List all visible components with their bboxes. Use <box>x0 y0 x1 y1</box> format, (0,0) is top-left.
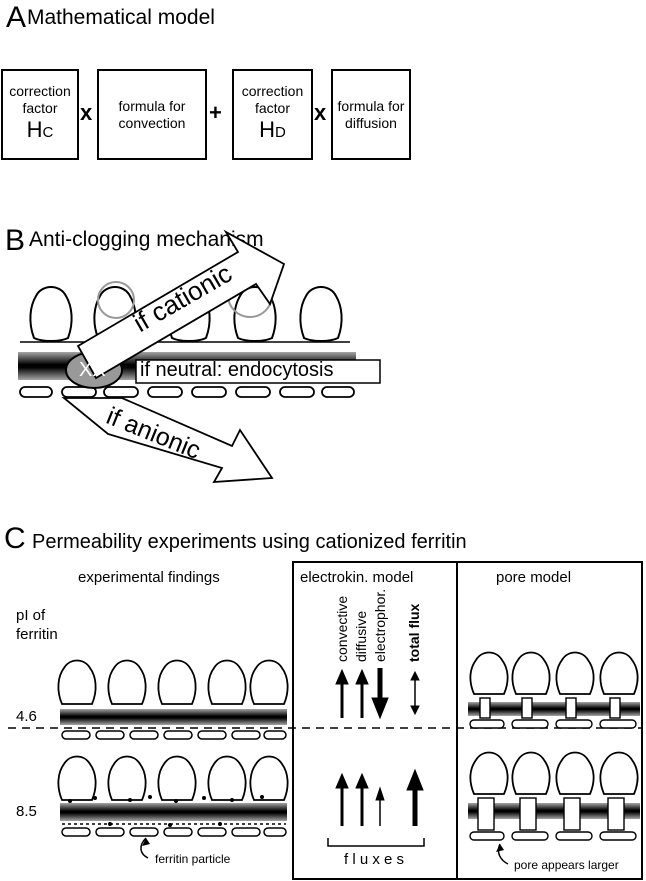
podocytes-c1 <box>57 659 289 705</box>
box2-line2: convection <box>118 114 186 131</box>
ferritin-pointer <box>140 837 149 859</box>
pore-larger-label: pore appears larger <box>514 858 619 872</box>
box1-line2: factor <box>22 100 58 116</box>
box3-line1: correction <box>241 83 304 99</box>
pores-row2 <box>477 797 625 831</box>
correction-factor-hc-box: correction factor HC <box>1 69 79 160</box>
anionic-arrow <box>61 397 274 484</box>
panel-b-title: Anti-clogging mechanism <box>29 228 264 251</box>
endothelium-c2 <box>61 827 287 837</box>
correction-factor-hd-box: correction factor HD <box>232 69 313 160</box>
pi-label-line1: pI of <box>16 607 46 624</box>
electrophoretic-label: electrophor. <box>372 588 388 662</box>
box4-line2: diffusion <box>345 114 397 131</box>
convective-label: convective <box>334 595 350 662</box>
podocyte <box>29 286 73 342</box>
podocytes-pore1 <box>469 651 639 695</box>
podocytes-c2 <box>57 755 289 801</box>
fluxes-label: f l u x e s <box>344 851 405 868</box>
diffusion-formula-box: formula for diffusion <box>331 69 411 160</box>
hd-symbol: HD <box>259 117 286 142</box>
gbm-c1 <box>60 709 287 725</box>
neutral-label: if neutral: endocytosis <box>140 359 334 381</box>
ferritin-dots <box>68 795 264 827</box>
total-flux-label: total flux <box>406 603 422 662</box>
neutral-box <box>135 359 381 384</box>
experimental-findings-heading: experimental findings <box>78 569 220 586</box>
pi-label-line2: ferritin <box>16 626 58 643</box>
cationic-arrow <box>76 229 286 380</box>
ferritin-particle-label: ferritin particle <box>155 852 231 866</box>
multiply-symbol-2: x <box>314 100 327 125</box>
endothelium-pore1 <box>469 719 637 729</box>
endothelium-pore2 <box>469 831 637 841</box>
box4-line1: formula for <box>337 97 405 114</box>
podocytes-pore2 <box>469 751 639 795</box>
multiply-symbol-1: x <box>80 100 93 125</box>
plus-symbol: + <box>209 100 222 125</box>
gbm-pore1 <box>468 702 640 716</box>
fluxes-bracket <box>327 838 425 847</box>
pore-pointer-head <box>496 844 504 852</box>
panel-a-letter: A <box>6 1 27 34</box>
flux-arrows-row1 <box>335 668 420 720</box>
diffusive-label: diffusive <box>353 610 369 662</box>
hc-symbol: HC <box>26 117 54 142</box>
box1-line1: correction <box>9 83 71 99</box>
podocyte <box>299 286 343 342</box>
pores-row1 <box>479 697 621 719</box>
models-frame <box>292 561 643 880</box>
pore-model-heading: pore model <box>496 569 572 586</box>
endothelium-c1 <box>61 730 287 740</box>
panel-b-letter: B <box>5 224 26 257</box>
clog-label: XX <box>79 359 106 381</box>
panel-c-title: Permeability experiments using cationize… <box>32 531 467 553</box>
panel-c-letter: C <box>4 522 26 555</box>
row2-pi-value: 8.5 <box>16 803 37 820</box>
gbm-c2 <box>60 803 287 821</box>
row1-pi-value: 4.6 <box>16 708 37 725</box>
panel-a-title: Mathematical model <box>27 6 215 29</box>
flux-arrows-row2 <box>335 768 424 826</box>
ferritin-pointer-head <box>142 838 150 846</box>
electrokinetic-model-heading: electrokin. model <box>300 569 414 586</box>
endothelium-b <box>19 386 355 398</box>
convection-formula-box: formula for convection <box>97 69 207 160</box>
box3-line2: factor <box>254 100 290 116</box>
gbm-pore2 <box>468 803 640 819</box>
box2-line1: formula for <box>118 97 186 114</box>
